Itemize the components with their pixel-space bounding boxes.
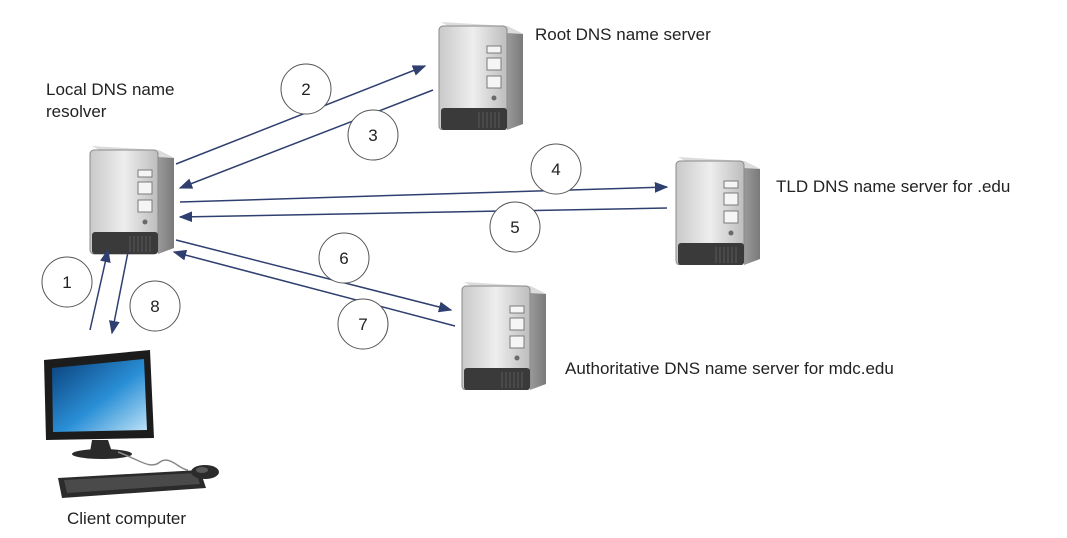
- step-number-1: 1: [62, 273, 71, 292]
- step-number-5: 5: [510, 218, 519, 237]
- tld-dns-server-icon: [675, 156, 761, 265]
- step-circle-1: 1: [41, 256, 93, 308]
- step-circle-5: 5: [489, 201, 541, 253]
- step-number-2: 2: [301, 80, 310, 99]
- arrow-step-3: [178, 89, 434, 189]
- step-number-6: 6: [339, 249, 348, 268]
- root-dns-server-icon: [438, 21, 524, 130]
- local-dns-resolver-icon: [89, 145, 175, 255]
- arrow-step-1: [89, 248, 111, 331]
- step-circle-3: 3: [347, 109, 399, 161]
- arrow-step-8: [109, 251, 129, 335]
- arrow-step-5: [178, 207, 668, 223]
- root-dns-server-label: Root DNS name server: [535, 25, 711, 44]
- step-circle-7: 7: [337, 298, 389, 350]
- tld-dns-server-label: TLD DNS name server for .edu: [776, 177, 1011, 196]
- arrow-step-4: [179, 181, 669, 203]
- query-arrows: [89, 65, 669, 335]
- step-number-4: 4: [551, 160, 560, 179]
- arrow-step-2: [175, 65, 427, 165]
- step-circle-2: 2: [280, 63, 332, 115]
- authoritative-dns-server-icon: [461, 281, 547, 390]
- authoritative-dns-server-label: Authoritative DNS name server for mdc.ed…: [565, 359, 894, 378]
- client-computer-label: Client computer: [67, 509, 187, 528]
- step-circle-8: 8: [129, 280, 181, 332]
- step-circle-6: 6: [318, 232, 370, 284]
- step-number-8: 8: [150, 297, 159, 316]
- client-computer-icon: [44, 350, 219, 498]
- step-number-3: 3: [368, 126, 377, 145]
- step-number-7: 7: [358, 315, 367, 334]
- local-dns-resolver-label: Local DNS name resolver: [46, 80, 175, 121]
- arrow-step-7: [172, 249, 456, 327]
- arrow-step-6: [175, 239, 453, 313]
- step-circle-4: 4: [530, 143, 582, 195]
